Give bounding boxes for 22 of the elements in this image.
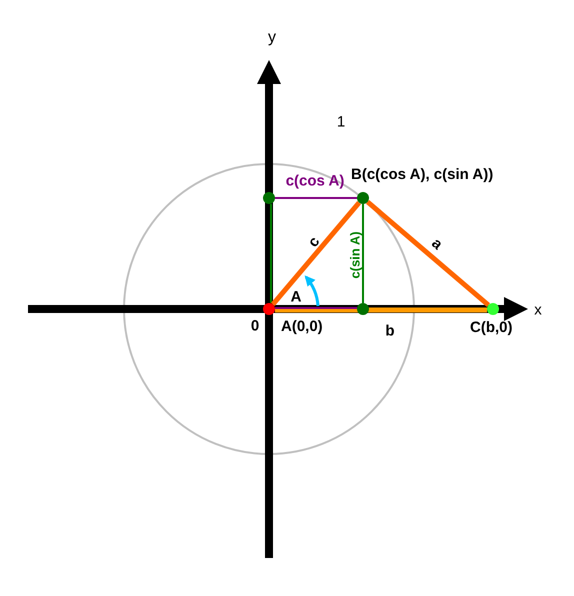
- triangle-side: [270, 200, 362, 306]
- point-label: C(b,0): [470, 320, 512, 335]
- edge-label: c(cos A): [286, 174, 344, 188]
- edge-label: b: [385, 324, 395, 338]
- angle-label: A: [290, 290, 302, 304]
- edge-label: c: [305, 234, 323, 250]
- edge-label: c(sin A): [348, 231, 362, 279]
- projection-line: [270, 204, 272, 303]
- radius-label: 1: [336, 114, 346, 130]
- axis-label: y: [268, 30, 276, 46]
- axis-label: x: [534, 302, 542, 318]
- triangle-side: [275, 308, 487, 312]
- projection-line: [275, 307, 357, 309]
- origin-label: 0: [250, 318, 260, 334]
- projection-line: [275, 197, 357, 199]
- point-label: B(c(cos A), c(sin A)): [351, 167, 494, 182]
- projection-line: [362, 204, 364, 303]
- point-label: A(0,0): [281, 319, 323, 334]
- point-marker: [357, 303, 369, 315]
- edge-label: a: [428, 236, 446, 252]
- triangle-side: [366, 200, 490, 307]
- point-marker: [263, 192, 275, 204]
